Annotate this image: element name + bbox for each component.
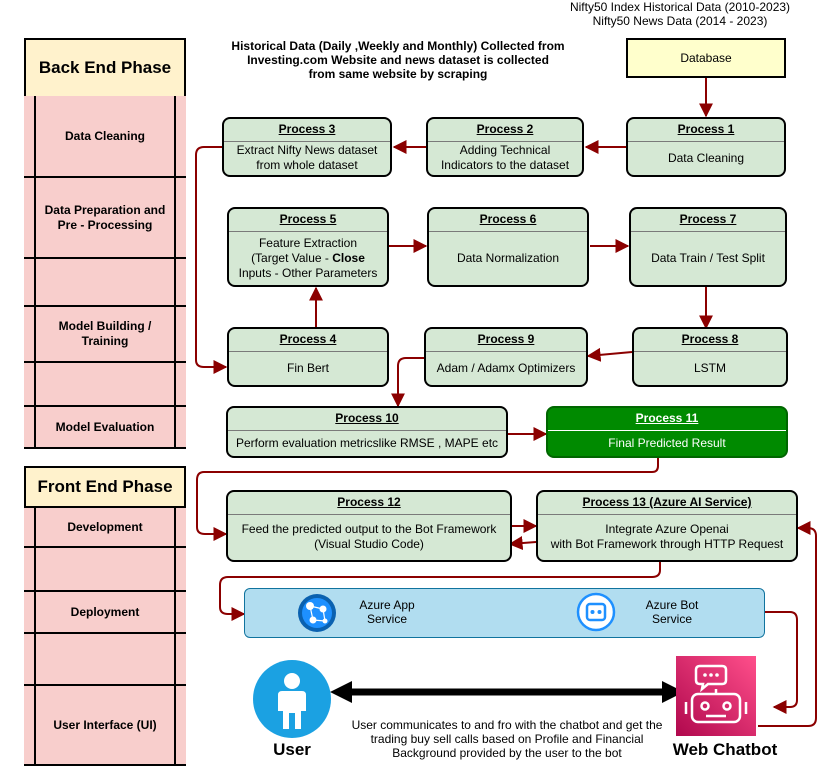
process-6: Process 6 Data Normalization bbox=[427, 207, 589, 287]
process-10-title: Process 10 bbox=[228, 408, 506, 431]
caption-line-1: User communicates to and fro with the ch… bbox=[351, 718, 663, 732]
lane-row-model-building: Model Building / Training bbox=[34, 307, 176, 361]
process-5-target-close: Close bbox=[332, 250, 365, 265]
caption-line-2: trading buy sell calls based on Profile … bbox=[370, 732, 644, 746]
azure-bot-service-label: Azure Bot Service bbox=[626, 598, 718, 626]
caption-line-3: Background provided by the user to the b… bbox=[392, 746, 622, 760]
process-1: Process 1 Data Cleaning bbox=[626, 117, 786, 177]
arrow-chatbot-to-p13 bbox=[758, 521, 817, 727]
arrow-p9-to-p10 bbox=[391, 357, 424, 408]
lane-row-blank-1 bbox=[34, 259, 176, 305]
process-2-line-1: Adding Technical bbox=[459, 143, 551, 157]
azure-app-service-line-2: Service bbox=[366, 612, 407, 626]
lane-row-user-interface: User Interface (UI) bbox=[34, 686, 176, 764]
process-10: Process 10 Perform evaluation metricslik… bbox=[226, 406, 508, 458]
process-5-line-2: (Target Value - Close bbox=[239, 251, 378, 266]
process-4-title: Process 4 bbox=[229, 329, 387, 352]
process-3-title: Process 3 bbox=[224, 119, 390, 142]
data-source-note: Nifty50 Index Historical Data (2010-2023… bbox=[560, 0, 800, 28]
process-1-body: Data Cleaning bbox=[667, 150, 745, 165]
process-10-body: Perform evaluation metricslike RMSE , MA… bbox=[235, 435, 499, 450]
process-1-title: Process 1 bbox=[628, 119, 784, 142]
process-12-title: Process 12 bbox=[228, 492, 510, 515]
process-6-title: Process 6 bbox=[429, 209, 587, 232]
process-8-body: LSTM bbox=[693, 360, 726, 375]
interaction-caption: User communicates to and fro with the ch… bbox=[340, 718, 674, 760]
process-13-line-1: Integrate Azure Openai bbox=[605, 522, 729, 536]
lane-row-model-evaluation: Model Evaluation bbox=[34, 407, 176, 447]
process-2-title: Process 2 bbox=[428, 119, 582, 142]
arrow-p13-to-azure bbox=[219, 562, 661, 621]
process-12: Process 12 Feed the predicted output to … bbox=[226, 490, 512, 562]
process-3-line-1: Extract Nifty News dataset bbox=[236, 143, 378, 157]
process-5-target-label: (Target Value - bbox=[251, 250, 333, 265]
user-icon bbox=[253, 660, 331, 738]
lane-row-data-preparation: Data Preparation and Pre - Processing bbox=[34, 178, 176, 257]
arrow-p3-to-p4 bbox=[195, 146, 228, 374]
collection-line-2: Investing.com Website and news dataset i… bbox=[247, 53, 549, 67]
process-8: Process 8 LSTM bbox=[632, 327, 788, 387]
process-11-title: Process 11 bbox=[548, 408, 786, 431]
user-label: User bbox=[273, 740, 311, 759]
process-7: Process 7 Data Train / Test Split bbox=[629, 207, 787, 287]
process-12-line-2: (Visual Studio Code) bbox=[314, 537, 424, 551]
lane-row-blank-2 bbox=[34, 363, 176, 405]
lane-row-data-cleaning: Data Cleaning bbox=[34, 96, 176, 176]
process-7-body: Data Train / Test Split bbox=[651, 250, 765, 265]
collection-line-3: from same website by scraping bbox=[308, 67, 488, 81]
lane-row-development: Development bbox=[34, 508, 176, 546]
process-4-body: Fin Bert bbox=[286, 360, 329, 375]
database-node: Database bbox=[626, 38, 786, 78]
process-5-line-1: Feature Extraction bbox=[258, 235, 358, 250]
lane-row-blank-3 bbox=[34, 548, 176, 590]
process-3-line-2: from whole dataset bbox=[256, 158, 358, 172]
collection-line-1: Historical Data (Daily ,Weekly and Month… bbox=[231, 39, 565, 53]
process-13: Process 13 (Azure AI Service) Integrate … bbox=[536, 490, 798, 562]
front-end-lane: Development Deployment User Interface (U… bbox=[24, 506, 186, 766]
back-end-phase-header: Back End Phase bbox=[24, 38, 186, 98]
process-11: Process 11 Final Predicted Result bbox=[546, 406, 788, 458]
arrow-p8-to-p9 bbox=[586, 347, 633, 362]
source-line-1: Nifty50 Index Historical Data (2010-2023… bbox=[569, 0, 791, 14]
process-5-line-3: Inputs - Other Parameters bbox=[238, 265, 378, 280]
chatbot-icon bbox=[676, 656, 756, 736]
process-4: Process 4 Fin Bert bbox=[227, 327, 389, 387]
process-2-line-2: Indicators to the dataset bbox=[440, 158, 570, 172]
process-9-title: Process 9 bbox=[426, 329, 586, 352]
arrow-p11-to-p12 bbox=[196, 458, 659, 541]
process-5: Process 5 Feature Extraction (Target Val… bbox=[227, 207, 389, 287]
arrow-azure-to-chatbot bbox=[765, 611, 798, 714]
process-12-line-1: Feed the predicted output to the Bot Fra… bbox=[241, 522, 497, 536]
process-6-body: Data Normalization bbox=[456, 250, 560, 265]
process-13-title: Process 13 (Azure AI Service) bbox=[538, 492, 796, 515]
arrow-p13-to-p12 bbox=[508, 536, 537, 551]
source-line-2: Nifty50 News Data (2014 - 2023) bbox=[592, 14, 768, 28]
lane-row-blank-4 bbox=[34, 634, 176, 684]
process-3: Process 3 Extract Nifty News dataset fro… bbox=[222, 117, 392, 177]
process-5-title: Process 5 bbox=[229, 209, 387, 232]
process-11-body: Final Predicted Result bbox=[608, 435, 726, 450]
back-end-lane: Data Cleaning Data Preparation and Pre -… bbox=[24, 96, 186, 449]
chatbot-label: Web Chatbot bbox=[672, 740, 778, 759]
azure-app-service-label: Azure App Service bbox=[342, 598, 432, 626]
azure-app-service-line-1: Azure App bbox=[359, 598, 415, 612]
collection-note: Historical Data (Daily ,Weekly and Month… bbox=[218, 39, 578, 81]
process-8-title: Process 8 bbox=[634, 329, 786, 352]
process-13-line-2: with Bot Framework through HTTP Request bbox=[550, 537, 784, 551]
process-2: Process 2 Adding Technical Indicators to… bbox=[426, 117, 584, 177]
process-7-title: Process 7 bbox=[631, 209, 785, 232]
azure-bot-service-line-2: Service bbox=[651, 612, 692, 626]
azure-app-service-icon bbox=[298, 594, 336, 632]
azure-bot-service-icon bbox=[576, 592, 616, 632]
process-9: Process 9 Adam / Adamx Optimizers bbox=[424, 327, 588, 387]
lane-row-deployment: Deployment bbox=[34, 592, 176, 632]
process-9-body: Adam / Adamx Optimizers bbox=[436, 360, 576, 375]
azure-bot-service-line-1: Azure Bot bbox=[645, 598, 699, 612]
